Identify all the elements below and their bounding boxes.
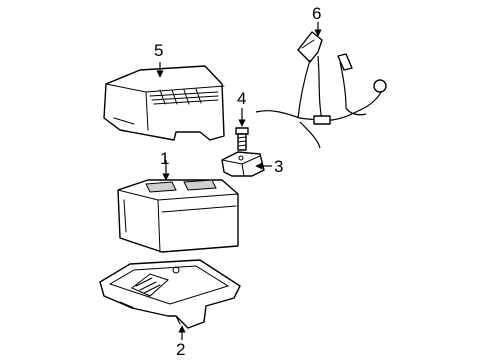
callout-4: 4 <box>237 89 246 108</box>
hold-down-clamp-part-3 <box>221 151 265 177</box>
callout-6: 6 <box>312 4 321 23</box>
bolt-part-4 <box>235 127 249 151</box>
battery-part-1 <box>117 179 239 253</box>
battery-insulator-part-5 <box>103 65 225 141</box>
callout-5: 5 <box>154 41 163 60</box>
callout-1: 1 <box>160 149 169 168</box>
battery-tray-part-2 <box>99 259 241 329</box>
callout-2: 2 <box>176 340 185 359</box>
callout-3: 3 <box>274 157 283 176</box>
battery-cable-part-6 <box>255 31 387 149</box>
